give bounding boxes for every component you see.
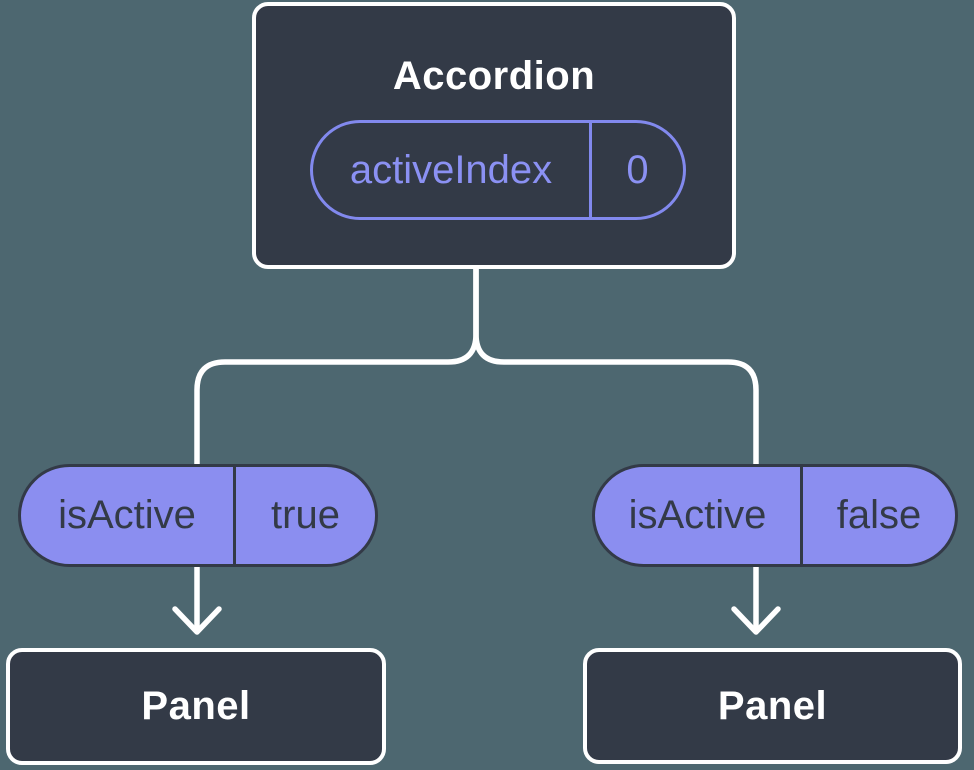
arrowhead-down-left-icon: [172, 606, 222, 635]
arrowhead-down-right-icon: [731, 606, 781, 635]
left-panel-node: Panel: [6, 648, 386, 765]
state-value-label: false: [836, 493, 922, 537]
connector-root-to-left-pill: [194, 258, 479, 470]
prop-value-label: 0: [626, 147, 649, 192]
active-index-prop-pill: activeIndex 0: [310, 120, 686, 220]
state-value-label: true: [271, 493, 340, 537]
state-name-label: isActive: [595, 467, 803, 564]
left-is-active-pill: isActive true: [18, 464, 378, 567]
accordion-node: Accordion activeIndex 0: [252, 2, 736, 269]
accordion-node-title: Accordion: [392, 54, 596, 98]
right-is-active-pill: isActive false: [592, 464, 958, 567]
right-panel-node: Panel: [583, 648, 962, 764]
state-name-label: isActive: [21, 467, 236, 564]
prop-name-label: activeIndex: [313, 123, 592, 217]
connector-root-to-right-pill: [473, 258, 759, 470]
